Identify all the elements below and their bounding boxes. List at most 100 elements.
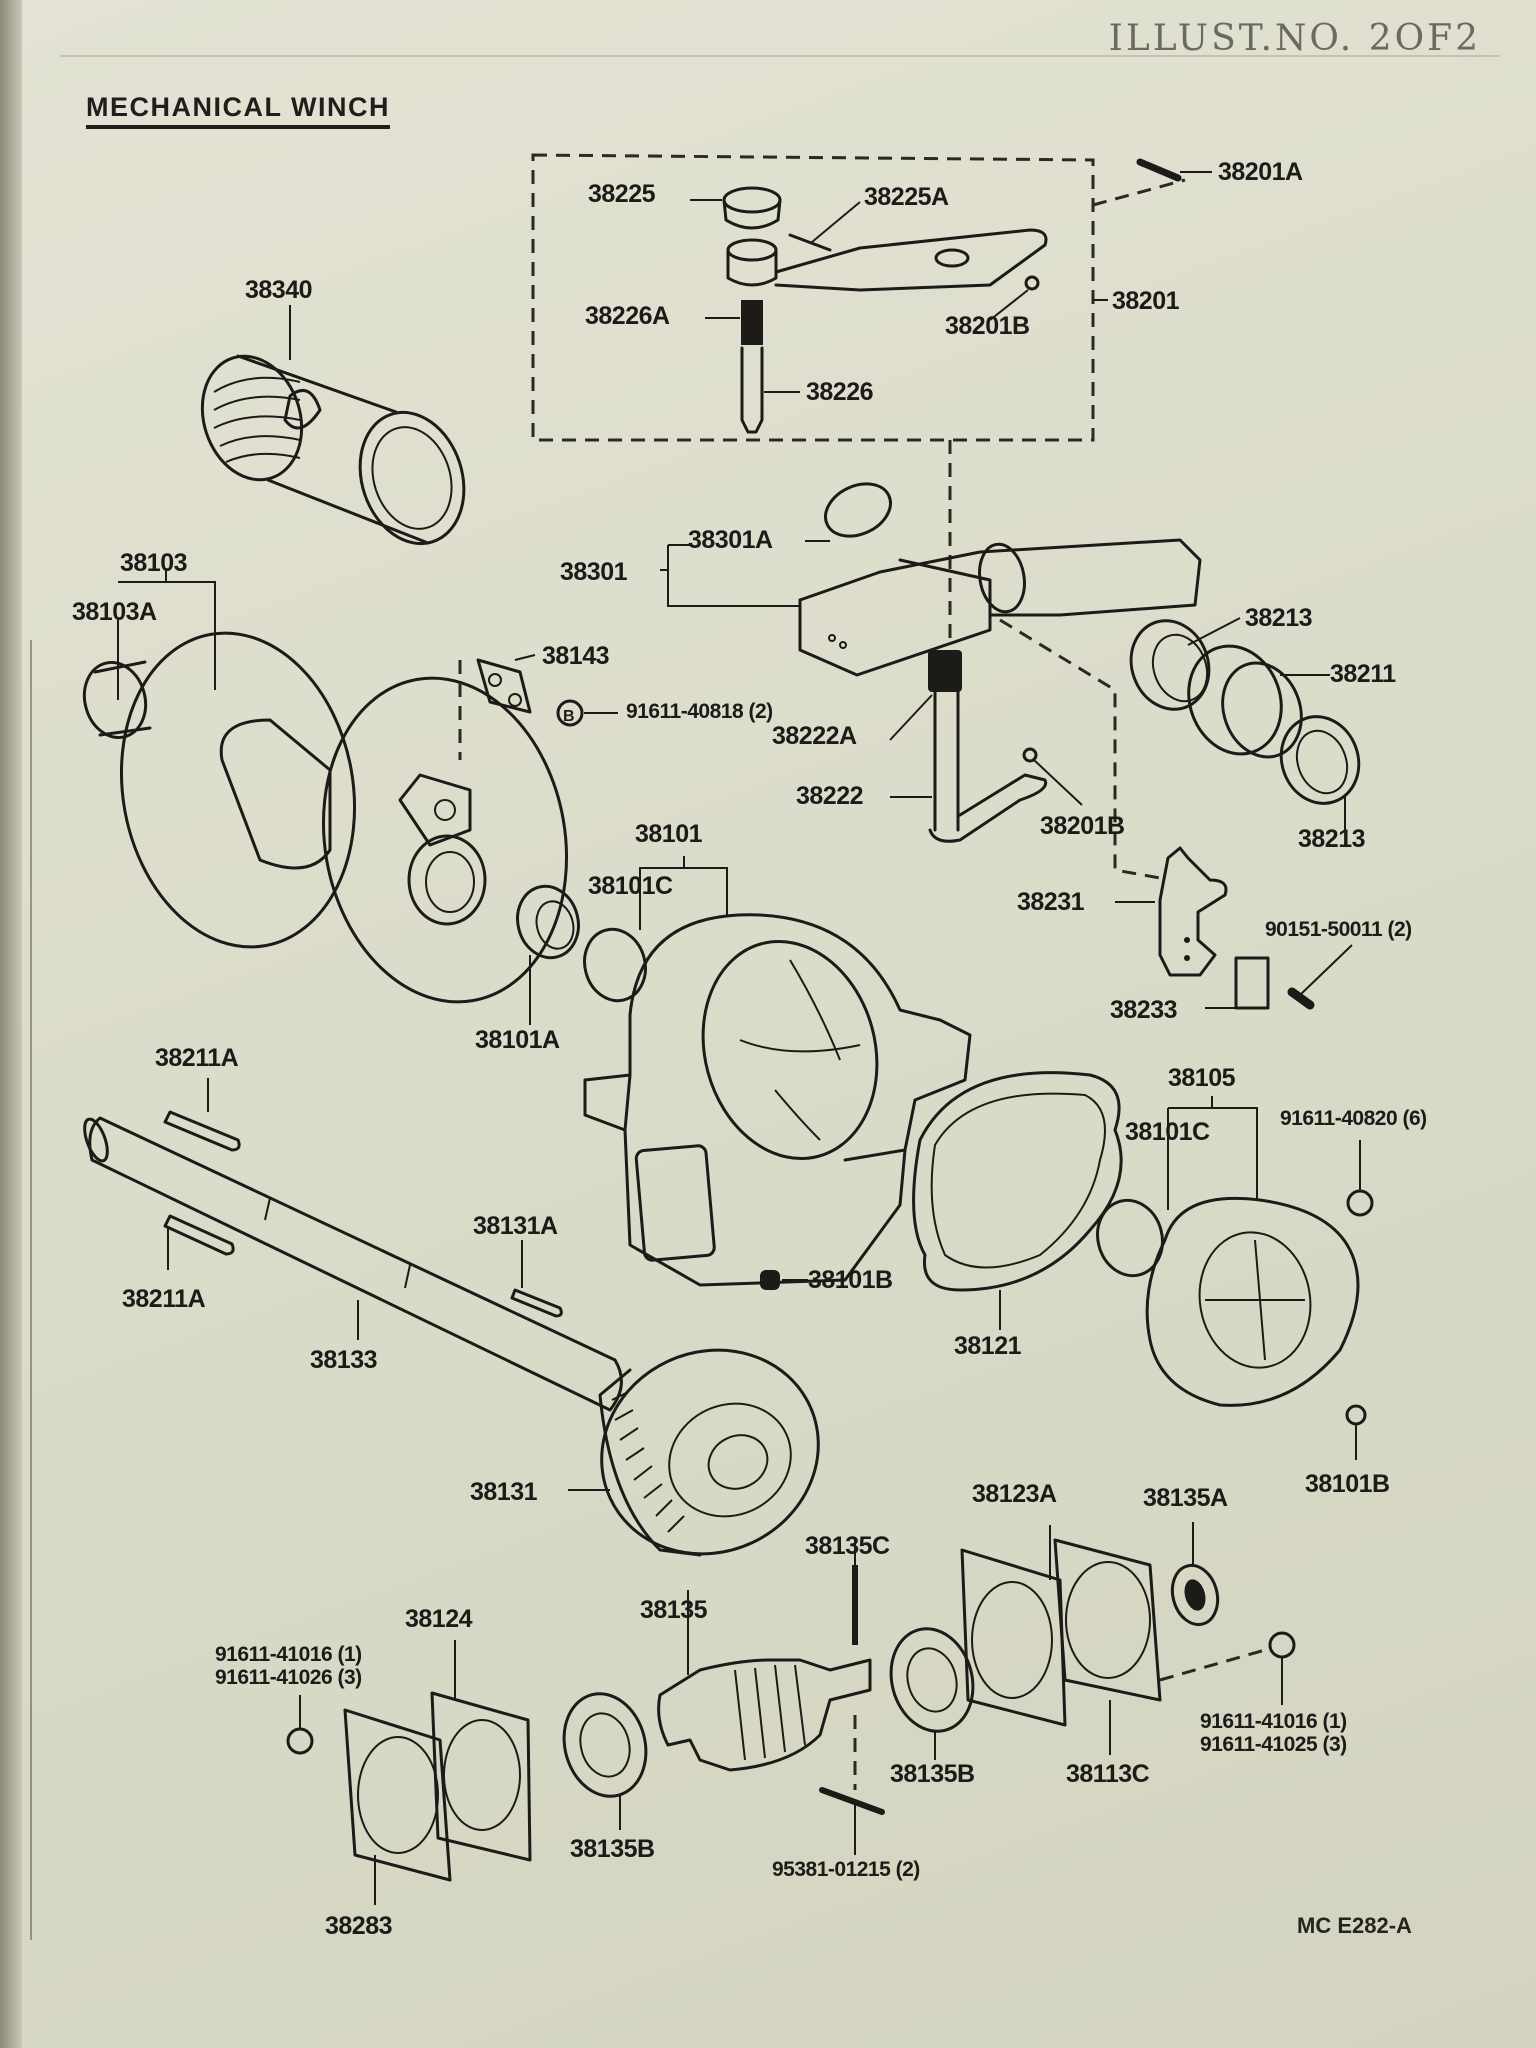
part-38101C-bushing-right xyxy=(1096,1198,1164,1278)
label-38101A: 38101A xyxy=(475,1026,560,1054)
top-rule xyxy=(60,55,1500,57)
label-38225A: 38225A xyxy=(864,183,949,211)
part-38135B-bearing-right xyxy=(889,1627,975,1733)
part-38211A-key-top xyxy=(163,1110,241,1152)
leader-38201B-top xyxy=(989,289,1029,321)
label-38101C-right: 38101C xyxy=(1125,1118,1210,1146)
part-38143-clamp xyxy=(476,658,532,714)
dash-91611-right xyxy=(1159,1648,1266,1682)
part-38233-plate xyxy=(1234,956,1270,1010)
bolt-marker-91611-40818 xyxy=(556,699,584,727)
label-38121: 38121 xyxy=(954,1332,1022,1360)
leader-38201B-mid xyxy=(1033,759,1083,806)
leader-38213-top xyxy=(1187,617,1241,646)
label-38201: 38201 xyxy=(1112,287,1180,315)
part-38222-lever xyxy=(928,650,1048,843)
part-38211A-key-bottom xyxy=(163,1214,235,1256)
leader-38222A xyxy=(889,694,933,741)
part-38225-knob xyxy=(722,186,782,230)
label-38211: 38211 xyxy=(1330,660,1396,688)
label-38222: 38222 xyxy=(796,782,864,810)
part-38226A-spring xyxy=(741,300,763,345)
label-91611-41016-right: 91611-41016 (1) xyxy=(1200,1710,1347,1733)
bolt-marker-91611-right xyxy=(1268,1631,1296,1659)
leader-38225A xyxy=(811,201,861,243)
bolt-marker-91611-40820 xyxy=(1346,1189,1374,1217)
label-38211A-top: 38211A xyxy=(155,1044,239,1072)
label-38225: 38225 xyxy=(588,180,656,208)
bracket-38105 xyxy=(1167,1096,1258,1210)
label-91611-40818: 91611-40818 (2) xyxy=(626,700,773,723)
label-38201B-top: 38201B xyxy=(945,312,1030,340)
bracket-38103 xyxy=(117,570,216,700)
part-38340-cable-drum xyxy=(200,354,466,546)
label-38105: 38105 xyxy=(1168,1064,1236,1092)
label-38301A: 38301A xyxy=(688,526,773,554)
label-38123A: 38123A xyxy=(972,1480,1057,1508)
figure-code: MC E282-A xyxy=(1297,1913,1412,1938)
part-38101A-bushing xyxy=(516,884,580,960)
bracket-38301 xyxy=(660,544,800,607)
bracket-38101 xyxy=(639,856,728,930)
part-38101-housing xyxy=(583,913,972,1287)
label-38283: 38283 xyxy=(325,1912,393,1940)
label-38135C: 38135C xyxy=(805,1532,890,1560)
left-margin-rule xyxy=(30,640,32,1940)
part-38105-cover xyxy=(1145,1196,1360,1407)
part-38131A-key xyxy=(510,1288,563,1318)
part-38113C-cover-hole xyxy=(1065,1561,1151,1679)
label-38113C: 38113C xyxy=(1066,1760,1150,1788)
label-38340: 38340 xyxy=(245,276,313,304)
part-38131-gear xyxy=(598,1348,820,1557)
label-38133: 38133 xyxy=(310,1346,378,1374)
label-38135B-left: 38135B xyxy=(570,1835,655,1863)
part-38301-bracket xyxy=(798,482,1202,677)
label-38131: 38131 xyxy=(470,1478,538,1506)
page-edge xyxy=(0,0,22,2048)
label-91611-41025-right: 91611-41025 (3) xyxy=(1200,1733,1347,1756)
part-38135-worm xyxy=(657,1658,872,1772)
part-38101B-plug-right xyxy=(1345,1404,1367,1426)
bolt-marker-letter: B xyxy=(563,708,575,725)
label-38301: 38301 xyxy=(560,558,628,586)
label-38226: 38226 xyxy=(806,378,874,406)
part-38124-gasket-hole xyxy=(443,1719,521,1831)
dash-38201A xyxy=(1092,178,1186,207)
part-38135A-seal xyxy=(1170,1563,1220,1627)
part-38133-shaft xyxy=(83,1116,623,1412)
label-38135A: 38135A xyxy=(1143,1484,1228,1512)
label-38103A: 38103A xyxy=(72,598,157,626)
label-38213-bottom: 38213 xyxy=(1298,825,1366,853)
part-38201A-pin xyxy=(1136,158,1182,182)
part-38201B-ball-mid xyxy=(1022,747,1038,763)
part-38124-gasket xyxy=(430,1691,532,1862)
label-91611-40820: 91611-40820 (6) xyxy=(1280,1107,1427,1130)
label-38231: 38231 xyxy=(1017,888,1085,916)
label-95381-01215: 95381-01215 (2) xyxy=(772,1858,920,1881)
label-38213-top: 38213 xyxy=(1245,604,1313,632)
part-38121-gasket xyxy=(912,1071,1123,1292)
label-91611-41026-left: 91611-41026 (3) xyxy=(215,1666,362,1689)
label-91611-41016-left: 91611-41016 (1) xyxy=(215,1643,362,1666)
part-38113C-cover xyxy=(1053,1538,1162,1702)
label-38233: 38233 xyxy=(1110,996,1178,1024)
label-38201B-mid: 38201B xyxy=(1040,812,1125,840)
part-38123A-gasket-hole xyxy=(971,1581,1053,1699)
part-90151-50011-screw xyxy=(1287,987,1315,1010)
part-38226-rod xyxy=(740,346,764,434)
label-38211A-bottom: 38211A xyxy=(122,1285,206,1313)
part-38101C-bushing-top xyxy=(583,927,647,1003)
part-38231-bracket xyxy=(1158,846,1228,977)
part-38201-lever xyxy=(726,228,1048,292)
label-90151-50011: 90151-50011 (2) xyxy=(1265,918,1412,941)
label-38222A: 38222A xyxy=(772,722,857,750)
label-38143: 38143 xyxy=(542,642,610,670)
label-38101B-mid: 38101B xyxy=(808,1266,893,1294)
part-95381-01215-pin xyxy=(819,1787,885,1815)
part-38123A-gasket xyxy=(960,1548,1067,1727)
diagram-title: MECHANICAL WINCH xyxy=(86,92,390,129)
part-38101B-plug-mid xyxy=(760,1270,780,1290)
part-38283-cover xyxy=(343,1708,452,1882)
part-38283-cover-hole xyxy=(357,1736,439,1854)
